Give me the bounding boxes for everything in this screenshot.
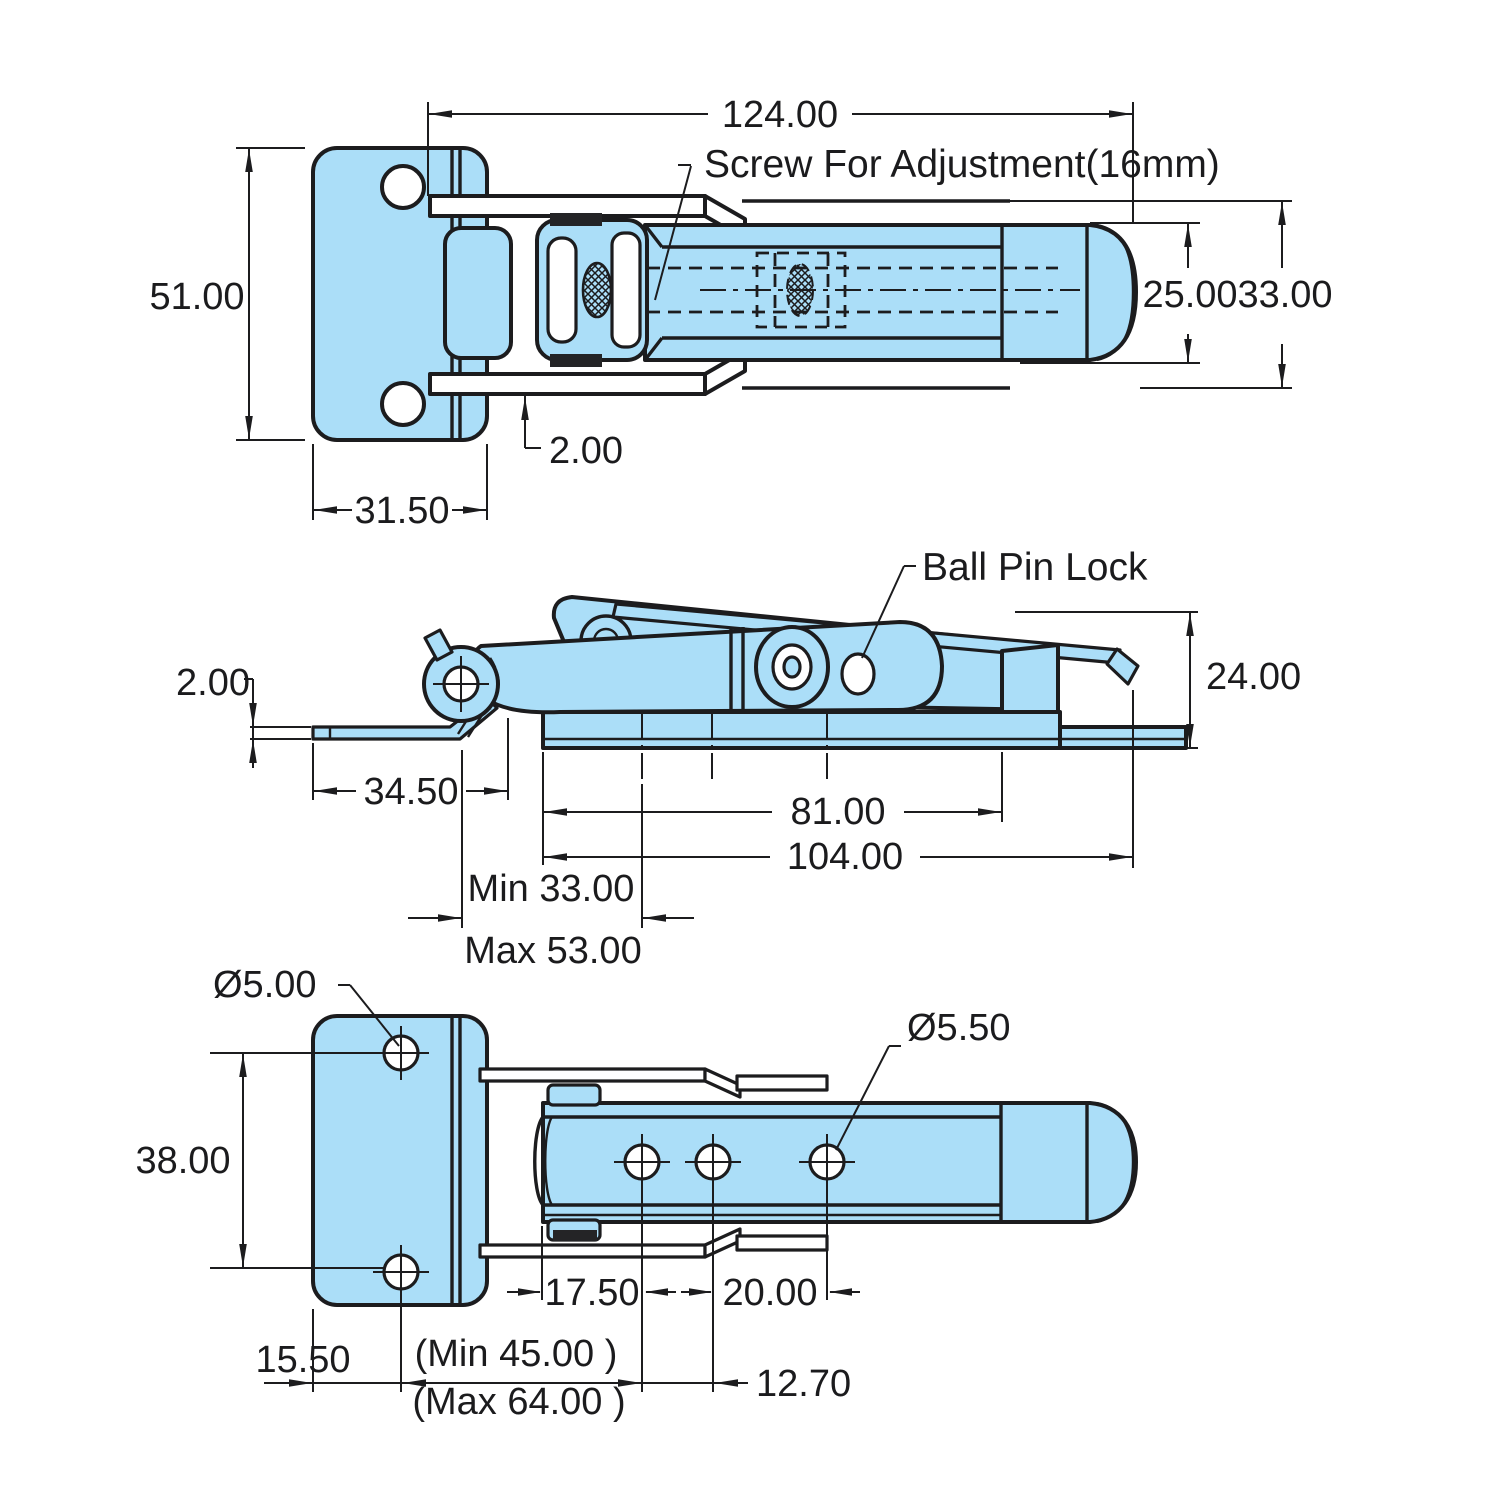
- dim-bottom-adjust-min: (Min 45.00 ): [415, 1333, 618, 1375]
- top-loop-tab: [443, 226, 513, 360]
- side-hole-centerlines: [641, 712, 828, 780]
- side-ball-pin-hole: [840, 652, 876, 696]
- top-knurl: [581, 261, 613, 319]
- dim-side-hook-min: Min 33.00: [468, 868, 635, 910]
- top-hidden-nut: [755, 251, 847, 329]
- top-lever-tube: [643, 223, 1138, 362]
- top-plate-hole-lower: [380, 381, 426, 427]
- dim-bottom-plate-hole-offset: 15.50: [255, 1339, 350, 1381]
- top-dimensions: 124.00 51.00 31.50 2.00 25.00 33.00 Scre…: [149, 94, 1332, 532]
- bottom-body-holes: [614, 1134, 855, 1190]
- dim-bottom-plate-hole-dia: Ø5.00: [213, 964, 317, 1006]
- label-ball-pin-lock: Ball Pin Lock: [922, 546, 1148, 589]
- side-view: 2.00 34.50 Min 33.00 Max 53.00 81.00 104…: [176, 546, 1301, 972]
- bottom-view: Ø5.00 38.00 15.50 (Min 45.00 ) (Max 64.0…: [135, 964, 1138, 1423]
- side-dimensions: 2.00 34.50 Min 33.00 Max 53.00 81.00 104…: [176, 546, 1301, 972]
- dim-top-plate-thickness: 2.00: [549, 430, 623, 472]
- dim-side-height: 24.00: [1206, 656, 1301, 698]
- top-view: 124.00 51.00 31.50 2.00 25.00 33.00 Scre…: [149, 94, 1332, 532]
- top-plate-hole-upper: [380, 164, 426, 210]
- dim-bottom-hole-pitch-outer: 20.00: [722, 1272, 817, 1314]
- dim-side-hook-max: Max 53.00: [464, 930, 641, 972]
- dim-side-base-length: 81.00: [790, 791, 885, 833]
- dim-top-plate-height: 51.00: [149, 276, 244, 318]
- dim-bottom-adjust-max: (Max 64.00 ): [412, 1381, 625, 1423]
- side-base: [541, 710, 1062, 750]
- dim-top-overall-width: 124.00: [722, 94, 838, 136]
- dim-bottom-body-hole-offset: 17.50: [544, 1272, 639, 1314]
- dim-top-lever-width: 25.00: [1142, 274, 1237, 316]
- bottom-plate-holes: [373, 1026, 429, 1299]
- bottom-arm-lower: [478, 1243, 707, 1259]
- dim-bottom-body-hole-dia: Ø5.50: [907, 1007, 1011, 1049]
- side-catch-strip: [311, 696, 499, 741]
- side-hook-tab: [423, 628, 454, 662]
- dim-top-plate-width: 31.50: [354, 490, 449, 532]
- dim-side-catch-length: 34.50: [363, 771, 458, 813]
- side-spring-tip: [1105, 647, 1140, 686]
- bottom-dimensions: Ø5.00 38.00 15.50 (Min 45.00 ) (Max 64.0…: [135, 964, 1010, 1423]
- bottom-arm-upper: [478, 1067, 707, 1083]
- dim-top-frame-width: 33.00: [1237, 274, 1332, 316]
- dim-side-catch-thickness: 2.00: [176, 662, 250, 704]
- top-arm-lower: [428, 372, 707, 396]
- label-screw-adjustment: Screw For Adjustment(16mm): [704, 143, 1220, 186]
- dim-side-overall-length: 104.00: [787, 836, 903, 878]
- dim-bottom-hole-pitch-inner: 12.70: [756, 1363, 851, 1405]
- dim-bottom-plate-hole-spacing: 38.00: [135, 1140, 230, 1182]
